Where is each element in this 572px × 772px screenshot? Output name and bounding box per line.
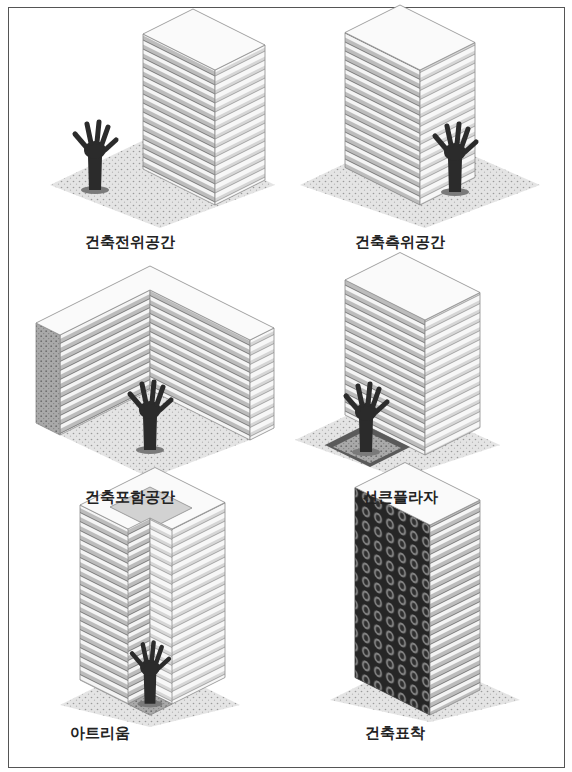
building-end-face <box>250 328 274 440</box>
caption-label: 선큰플라자 <box>363 488 438 506</box>
attached-skin <box>355 488 430 716</box>
building-roof <box>355 463 480 526</box>
building-face <box>430 500 480 715</box>
panel-attachment <box>330 463 520 723</box>
building-roof <box>143 9 265 70</box>
hand-symbol <box>130 382 171 454</box>
building-face <box>425 293 480 456</box>
outer-frame <box>9 8 565 768</box>
building-roof <box>36 266 274 340</box>
panel-sunken-plaza <box>295 253 500 479</box>
hand-symbol <box>75 122 116 194</box>
building-roof <box>345 253 480 321</box>
panel-enclosed-space <box>36 266 274 478</box>
building-roof <box>345 5 475 70</box>
building-face <box>150 503 225 716</box>
hand-symbol <box>346 384 387 456</box>
caption-label: 건축측위공간 <box>355 233 445 251</box>
panel-side-space <box>300 5 540 228</box>
building-face <box>420 43 475 206</box>
building-face <box>215 45 265 205</box>
caption-label: 아트리움 <box>70 724 130 742</box>
hand-group <box>132 643 169 708</box>
building-end-face <box>36 323 60 435</box>
hand-symbol <box>435 124 476 196</box>
panel-front-space <box>50 9 275 228</box>
hand-symbol <box>132 643 169 708</box>
caption-label: 건축표착 <box>365 724 425 742</box>
building-face <box>80 505 150 715</box>
caption-label: 건축포함공간 <box>85 488 175 506</box>
panel-atrium <box>60 468 240 728</box>
caption-label: 건축전위공간 <box>85 233 175 251</box>
